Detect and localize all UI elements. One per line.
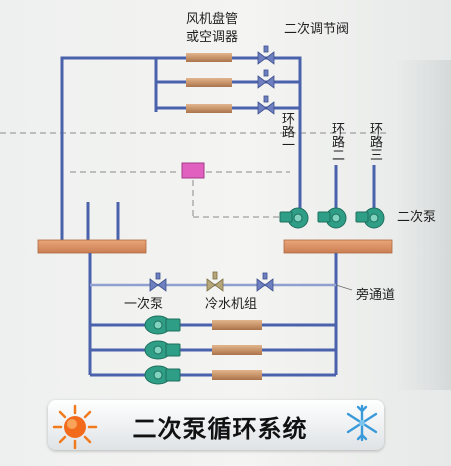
chiller-unit: [212, 345, 262, 355]
background-photo-strip: [394, 60, 451, 390]
primary-pumps: [144, 315, 181, 385]
valve-icon: [149, 272, 167, 292]
pump-icon: [317, 207, 347, 229]
secondary-pumps: [279, 207, 385, 229]
left-header-risers: [86, 202, 120, 240]
left-header: [37, 239, 147, 254]
bypass-label: 旁通道: [356, 288, 396, 303]
fan-coil-unit: [186, 78, 232, 87]
loop1-label: 环路一: [279, 112, 294, 151]
control-valve-label: 二次调节阀: [284, 22, 350, 37]
valve-icon: [257, 45, 275, 65]
fan-coil-pipes: [60, 56, 302, 240]
fan-coil-label-line1: 风机盘管: [186, 12, 239, 27]
bypass-leader: [335, 284, 353, 291]
control-lines: [0, 132, 390, 218]
sun-icon: [52, 404, 98, 450]
loop-pipes: [334, 165, 376, 210]
pump-icon: [144, 315, 181, 335]
pump-icon: [279, 207, 309, 229]
valve-icon: [257, 95, 275, 115]
pump-icon: [355, 207, 385, 229]
title-banner: [48, 400, 384, 450]
fan-coil-unit: [186, 104, 232, 113]
loop2-label: 环路二: [329, 122, 344, 161]
primary-pump-label: 一次泵: [124, 297, 164, 312]
valve-icon: [256, 272, 274, 292]
chiller-unit: [212, 320, 262, 330]
diagram-title: 二次泵循环系统: [132, 415, 308, 443]
pump-icon: [144, 340, 181, 360]
control-valves: [257, 45, 275, 115]
fan-coil-unit: [186, 53, 232, 62]
secondary-pump-label: 二次泵: [397, 210, 437, 225]
controller-box: [181, 162, 205, 179]
chiller-unit: [212, 370, 262, 380]
loop3-label: 环路三: [367, 122, 382, 161]
fan-coil-label-line2: 或空调器: [186, 30, 239, 45]
primary-loop-pipes: [88, 253, 338, 377]
chiller-label: 冷水机组: [205, 297, 258, 312]
snowflake-icon: [346, 404, 378, 442]
bypass-valves: [149, 271, 274, 292]
chiller-units: [212, 320, 262, 380]
fan-coil-units: [186, 53, 232, 113]
valve-icon: [206, 271, 224, 292]
pump-icon: [144, 365, 181, 385]
valve-icon: [257, 69, 275, 89]
right-header: [283, 239, 393, 254]
